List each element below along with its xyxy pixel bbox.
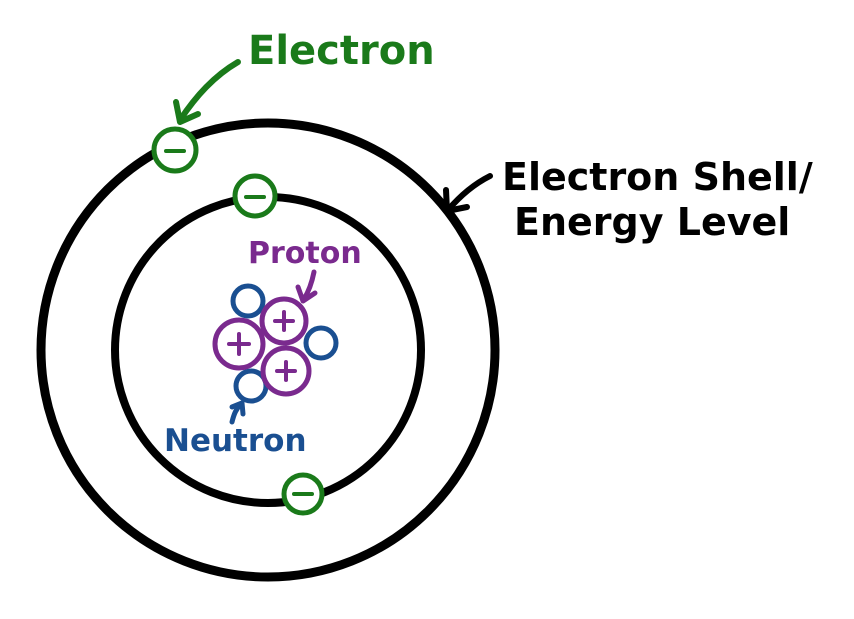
neutron-arrowhead-icon [229, 400, 246, 417]
neutron-circle-icon [230, 283, 266, 319]
electron-arrowhead-icon [173, 99, 201, 125]
outer-electron-shell [36, 118, 500, 582]
electron-inner-shell-bottom [281, 472, 325, 516]
electron-outer-shell [151, 126, 199, 174]
electron-label: Electron [248, 28, 435, 74]
electron-inner-shell-top [232, 173, 278, 219]
electron-shell-label-line2: Energy Level [514, 200, 790, 244]
proton [212, 317, 266, 371]
proton [259, 296, 309, 346]
neutron-label: Neutron [164, 423, 307, 459]
proton-arrowhead-icon [295, 284, 318, 304]
electron-arrow-icon [177, 59, 241, 123]
shell-arrow-icon [445, 173, 493, 213]
electron-shell-label-line1: Electron Shell/ [502, 155, 813, 199]
proton [260, 345, 312, 397]
shell-arrowhead-icon [443, 187, 470, 214]
neutron-circle-icon [303, 325, 339, 361]
proton-label: Proton [248, 236, 362, 271]
